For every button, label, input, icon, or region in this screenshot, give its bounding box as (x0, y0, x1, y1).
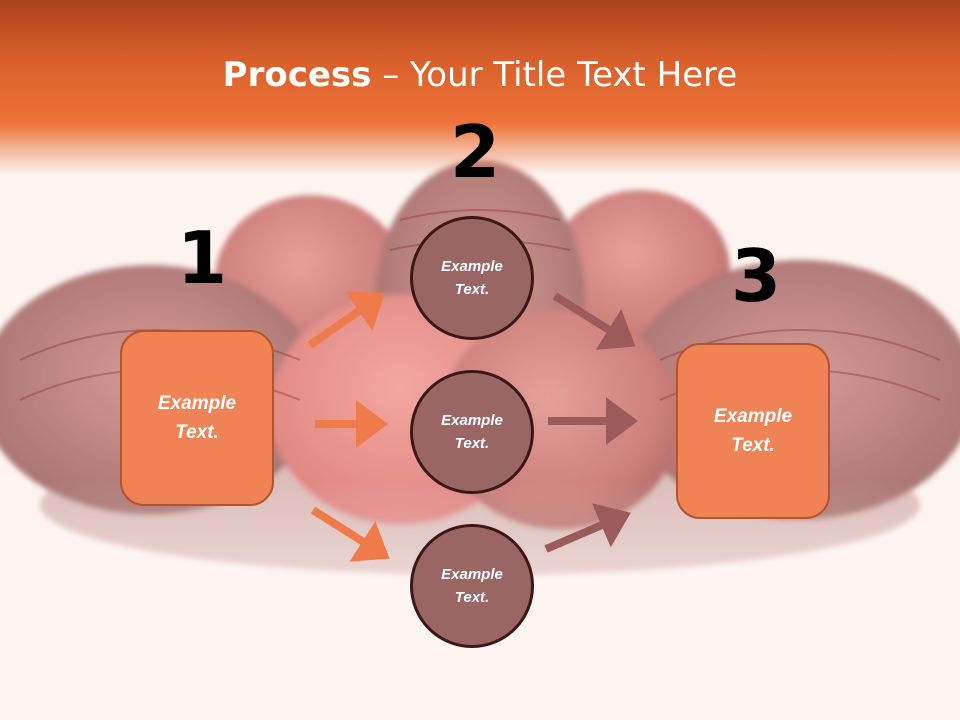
step-2-circle-bottom: Example Text. (410, 524, 534, 648)
step-3-text: Example Text. (713, 406, 793, 456)
title-separator: – (371, 55, 411, 95)
title-rest: Your Title Text Here (410, 55, 738, 95)
step-2-circle-middle: Example Text. (410, 370, 534, 494)
step-number-1: 1 (177, 216, 228, 300)
step-number-3: 3 (731, 234, 782, 318)
step-1-text: Example Text. (157, 393, 237, 443)
circle-top-text: Example Text. (441, 258, 503, 298)
title-bold: Process (222, 55, 372, 95)
circle-middle-text: Example Text. (441, 412, 503, 452)
step-2-circle-top: Example Text. (410, 216, 534, 340)
arrow-1-to-top (307, 291, 386, 349)
arrow-bottom-to-3 (544, 503, 631, 553)
circle-bottom-text: Example Text. (441, 566, 503, 606)
slide-title: Process – Your Title Text Here (0, 52, 960, 98)
step-number-2: 2 (450, 110, 501, 194)
title-band (0, 0, 960, 175)
step-1-box: Example Text. (120, 330, 274, 506)
arrow-1-to-bottom (310, 506, 390, 562)
arrow-top-to-3 (552, 292, 636, 350)
step-3-box: Example Text. (676, 343, 830, 519)
